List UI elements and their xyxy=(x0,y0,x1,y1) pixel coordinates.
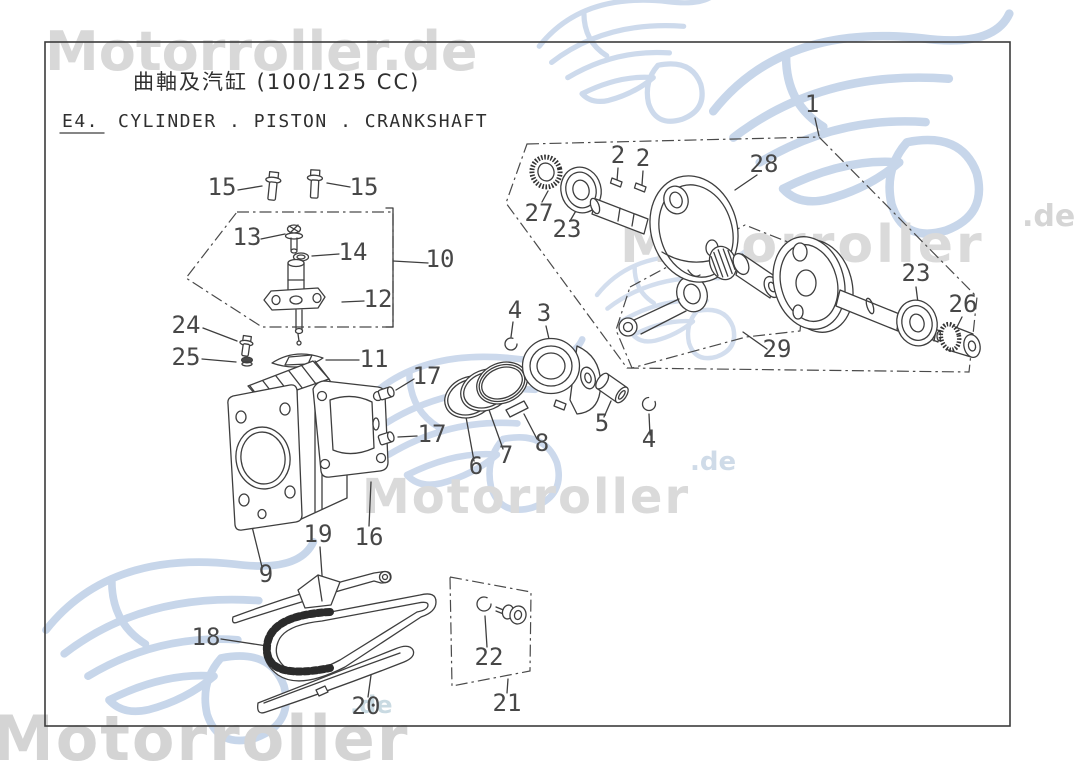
group-box-bolt-21 xyxy=(449,576,532,687)
part-bolt-24 xyxy=(239,334,254,357)
part-oring-22 xyxy=(476,596,492,612)
section-title: CYLINDER . PISTON . CRANKSHAFT xyxy=(118,111,488,132)
part-label-3: 3 xyxy=(537,299,551,327)
title-block: 曲軸及汽缸 (100/125 CC) E4. CYLINDER . PISTON… xyxy=(59,70,488,134)
part-label-26: 26 xyxy=(949,290,978,318)
part-circlip-4-right xyxy=(641,396,657,412)
part-woodruff-key-2a xyxy=(609,177,623,188)
brand-tld-middle: .de xyxy=(690,447,736,477)
part-label-12: 12 xyxy=(364,285,393,313)
part-label-16: 16 xyxy=(355,523,384,551)
page-title: 曲軸及汽缸 (100/125 CC) xyxy=(133,70,420,94)
part-label-13: 13 xyxy=(233,223,262,251)
part-woodruff-key-2b xyxy=(633,182,647,193)
crank-shaft-left xyxy=(589,197,649,235)
leader-lines xyxy=(201,117,963,698)
ring-gap-mark-8 xyxy=(505,400,529,418)
part-piston-3 xyxy=(521,337,602,415)
part-timing-gear-26 xyxy=(938,321,981,359)
bracket-10 xyxy=(385,207,394,328)
part-bolt-13 xyxy=(284,224,304,254)
part-dowel-pin-17-lower xyxy=(377,431,395,446)
part-label-29: 29 xyxy=(763,335,792,363)
part-oil-seal-27 xyxy=(529,154,563,190)
part-label-11: 11 xyxy=(360,345,389,373)
part-label-4: 4 xyxy=(508,296,522,324)
brand-watermark-top: Motorroller.de xyxy=(45,20,477,83)
part-piston-rings xyxy=(444,361,529,419)
part-label-22: 22 xyxy=(475,643,504,671)
part-label-6: 6 xyxy=(469,452,483,480)
part-circlip-4-left xyxy=(504,337,518,351)
part-flange-bolt-15-right xyxy=(306,169,324,199)
part-label-15: 15 xyxy=(350,173,379,201)
brand-tld-bottom: .de xyxy=(350,691,393,719)
part-connecting-rod-29 xyxy=(618,275,708,337)
part-label-10: 10 xyxy=(426,245,455,273)
part-label-20: 20 xyxy=(352,692,381,720)
part-bearing-23-right xyxy=(896,299,938,347)
part-label-18: 18 xyxy=(192,623,221,651)
drawings-layer xyxy=(227,154,981,714)
brand-tld-crank: .de xyxy=(1022,199,1075,234)
part-label-8: 8 xyxy=(535,429,549,457)
part-label-15: 15 xyxy=(208,173,237,201)
part-label-2: 2 xyxy=(636,144,650,172)
part-piston-pin-5 xyxy=(595,372,629,404)
part-label-4: 4 xyxy=(642,425,656,453)
part-chain-guide-19 xyxy=(231,570,392,624)
part-label-7: 7 xyxy=(499,441,513,469)
part-label-9: 9 xyxy=(259,560,273,588)
part-label-28: 28 xyxy=(750,150,779,178)
part-label-23: 23 xyxy=(902,259,931,287)
brand-watermark-middle: Motorroller xyxy=(362,469,690,525)
part-dowel-pin-17-upper xyxy=(377,386,395,401)
part-crank-pin xyxy=(732,252,781,299)
part-label-17: 17 xyxy=(418,420,447,448)
part-nut-25 xyxy=(241,356,253,367)
part-cylinder-gasket-16 xyxy=(312,380,389,478)
part-cam-chain-18 xyxy=(262,593,437,682)
group-box-conrod-29 xyxy=(615,224,809,369)
part-label-24: 24 xyxy=(172,311,201,339)
part-label-25: 25 xyxy=(172,343,201,371)
part-label-14: 14 xyxy=(339,238,368,266)
scooter-logo-watermark xyxy=(539,0,720,121)
group-box-tensioner-10 xyxy=(185,211,394,328)
part-label-27: 27 xyxy=(525,199,554,227)
part-tensioner-lifter-12 xyxy=(263,258,326,346)
crank-web-right xyxy=(772,236,854,333)
part-label-19: 19 xyxy=(304,520,333,548)
part-label-2: 2 xyxy=(611,141,625,169)
scooter-logo-watermark xyxy=(713,14,1009,234)
page-border xyxy=(44,41,1011,727)
brand-watermark-bottom: Motorroller xyxy=(0,702,409,768)
part-label-21: 21 xyxy=(493,689,522,717)
group-boxes xyxy=(185,136,978,687)
part-label-23: 23 xyxy=(553,215,582,243)
part-label-17: 17 xyxy=(413,362,442,390)
part-tensioner-guide-20 xyxy=(257,645,415,714)
group-box-crankshaft-1 xyxy=(505,136,978,373)
part-flange-bolt-15-left xyxy=(265,171,282,201)
part-label-1: 1 xyxy=(805,90,819,118)
section-code: E4. xyxy=(62,111,99,132)
part-label-5: 5 xyxy=(595,409,609,437)
part-bolt-22 xyxy=(495,604,527,625)
